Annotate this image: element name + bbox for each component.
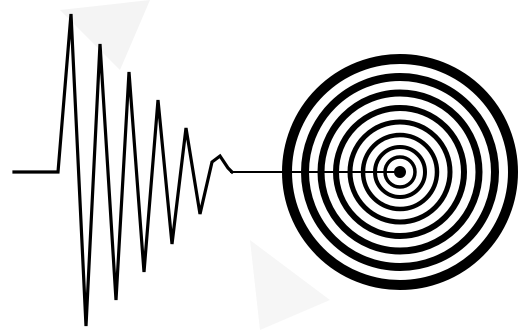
- target-center-dot: [394, 166, 406, 178]
- concentric-circles-target-icon: [287, 59, 513, 285]
